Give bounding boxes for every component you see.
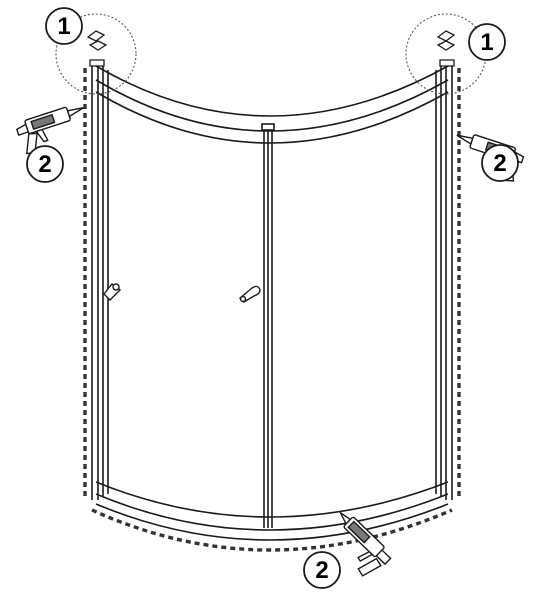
bottom-sealant-line <box>91 508 453 552</box>
callout-label: 1 <box>57 13 70 40</box>
caulking-gun-icon <box>16 106 84 155</box>
left-wall-profile <box>91 62 109 500</box>
left-door-handle <box>103 283 122 301</box>
callout-label: 2 <box>315 557 328 584</box>
wall-bracket-icon <box>436 30 456 67</box>
wall-bracket-icon <box>86 30 108 67</box>
callout-bottom-sealant: 2 <box>303 551 341 589</box>
callout-top-right: 1 <box>468 23 506 61</box>
top-curved-rail <box>95 65 449 144</box>
callout-label: 1 <box>480 29 493 56</box>
callout-right-sealant: 2 <box>481 144 519 182</box>
right-wall-profile <box>435 62 453 500</box>
detail-circle-top-right <box>405 13 487 95</box>
bottom-curved-tray <box>95 481 449 541</box>
door-center-seal <box>261 123 275 528</box>
callout-label: 2 <box>493 150 506 177</box>
sealant-lines <box>83 68 461 552</box>
caulking-gun-icon <box>339 512 392 577</box>
callout-top-left: 1 <box>45 7 83 45</box>
detail-circle-top-left <box>55 13 137 95</box>
shower-enclosure <box>91 62 453 541</box>
callout-left-sealant: 2 <box>26 145 64 183</box>
callout-label: 2 <box>38 151 51 178</box>
center-door-handle <box>238 285 261 303</box>
